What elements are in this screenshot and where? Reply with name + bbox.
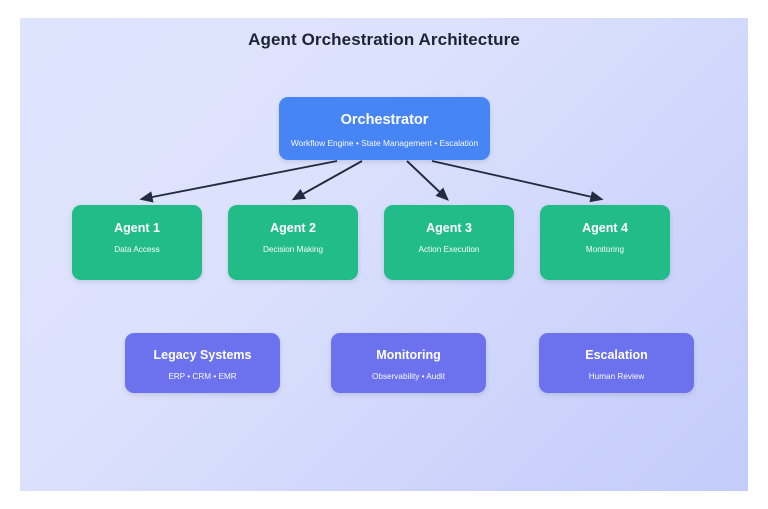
node-agent-4[interactable]: Agent 4 Monitoring xyxy=(540,205,670,280)
node-title: Agent 4 xyxy=(582,221,628,235)
node-title: Agent 3 xyxy=(426,221,472,235)
node-subtitle: Data Access xyxy=(114,244,160,254)
node-agent-2[interactable]: Agent 2 Decision Making xyxy=(228,205,358,280)
node-escalation[interactable]: Escalation Human Review xyxy=(539,333,694,393)
node-legacy-systems[interactable]: Legacy Systems ERP • CRM • EMR xyxy=(125,333,280,393)
node-title: Agent 1 xyxy=(114,221,160,235)
node-agent-1[interactable]: Agent 1 Data Access xyxy=(72,205,202,280)
node-agent-3[interactable]: Agent 3 Action Execution xyxy=(384,205,514,280)
node-title: Escalation xyxy=(585,348,648,362)
node-title: Agent 2 xyxy=(270,221,316,235)
node-subtitle: Decision Making xyxy=(262,244,324,254)
node-title: Orchestrator xyxy=(340,112,429,128)
node-title: Legacy Systems xyxy=(153,348,252,362)
node-title: Monitoring xyxy=(376,348,441,362)
page-title: Agent Orchestration Architecture xyxy=(248,30,520,49)
node-subtitle: Action Execution xyxy=(418,244,480,254)
node-subtitle: Monitoring xyxy=(585,244,625,254)
node-monitoring[interactable]: Monitoring Observability • Audit xyxy=(331,333,486,393)
node-subtitle: ERP • CRM • EMR xyxy=(168,371,237,381)
node-subtitle: Workflow Engine • State Management • Esc… xyxy=(290,137,479,148)
node-subtitle: Observability • Audit xyxy=(372,371,445,381)
node-orchestrator[interactable]: Orchestrator Workflow Engine • State Man… xyxy=(279,97,490,160)
node-subtitle: Human Review xyxy=(588,371,645,381)
